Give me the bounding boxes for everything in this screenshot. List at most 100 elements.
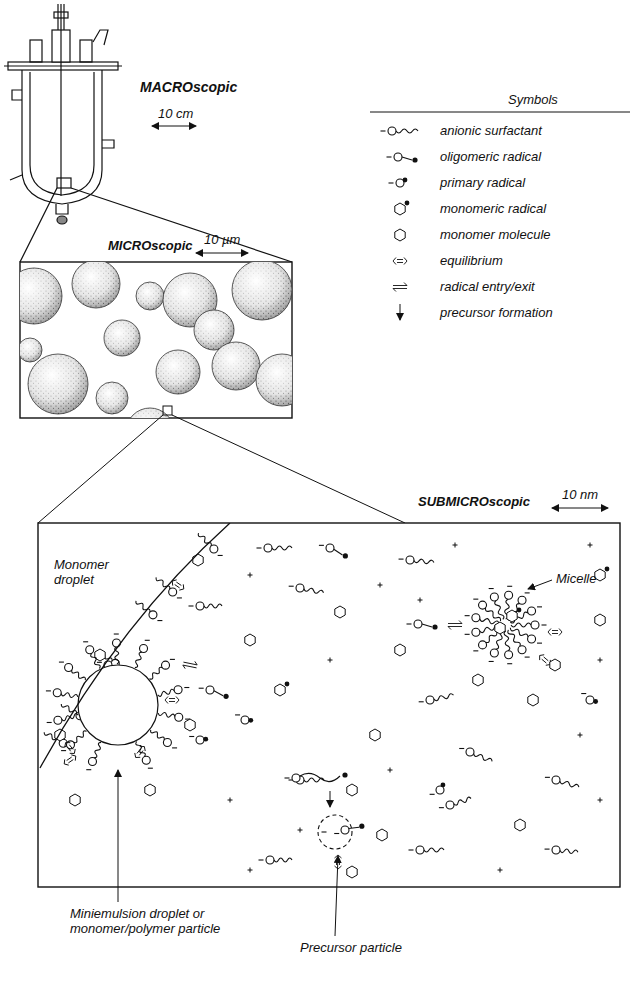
charge: [257, 547, 262, 548]
charge: [489, 661, 494, 662]
surfactant-head: [490, 593, 498, 601]
charge: [189, 605, 194, 606]
molecular-scene: [44, 533, 609, 878]
legend-entry: primary radical: [440, 175, 525, 190]
equilibrium-arrow: [63, 740, 77, 755]
charge: [177, 597, 182, 598]
surfactant-head: [406, 556, 414, 564]
charge: [83, 641, 88, 642]
oligomer-chain: [334, 549, 343, 555]
charge: [334, 833, 339, 834]
surfactant-tail: [485, 608, 500, 621]
entry-exit-arrow: [182, 659, 198, 671]
radical-dot: [359, 824, 364, 829]
scale-bar: [152, 126, 196, 127]
surfactant-head: [241, 716, 249, 724]
charge: [285, 777, 290, 778]
monomer: [70, 794, 80, 806]
stipple: [96, 382, 128, 414]
stipple: [104, 320, 140, 356]
monomer: [185, 719, 195, 731]
surfactant-head: [292, 774, 300, 782]
legend-text: primary radical: [440, 175, 525, 190]
entry-exit-arrow: [393, 283, 407, 292]
droplet: [156, 350, 200, 394]
surfactant-head: [206, 686, 214, 694]
charge: [473, 650, 478, 651]
surfactant-tail: [414, 559, 434, 563]
legend-rule: [370, 112, 630, 113]
surfactant-head: [505, 591, 513, 599]
label-text: 10 nm: [562, 487, 598, 502]
radical-dot: [223, 694, 228, 699]
surfactant-head: [88, 757, 96, 765]
legend-entry: precursor formation: [440, 305, 553, 320]
precursor-particle: [318, 815, 352, 849]
surfactant-head: [446, 801, 454, 809]
stipple: [72, 262, 120, 308]
charge: [61, 750, 66, 751]
surfactant-tail: [136, 601, 150, 612]
surfactant-head: [426, 696, 434, 704]
counter-ion: [298, 828, 303, 833]
oligomer-chain: [422, 624, 432, 627]
droplet: [256, 354, 292, 406]
surfactant-head: [416, 846, 424, 854]
label-text: MACROscopic: [140, 79, 237, 95]
charge: [381, 130, 386, 131]
charge: [545, 777, 550, 778]
legend-text: oligomeric radical: [440, 149, 541, 164]
surfactant-head: [175, 713, 183, 721]
equilibrium-arrow: [62, 753, 78, 767]
surfactant-tail: [560, 781, 579, 787]
counter-ion: [598, 798, 603, 803]
legend-samples: [381, 127, 419, 320]
monomer: [395, 203, 405, 215]
label: MACROscopic: [140, 80, 237, 95]
charge: [507, 663, 512, 664]
stipple: [156, 350, 200, 394]
stipple: [96, 382, 128, 414]
label: Miniemulsion droplet or monomer/polymer …: [70, 906, 245, 936]
radical-dot: [248, 718, 253, 723]
radical-dot: [405, 201, 410, 206]
zoom-line: [38, 415, 163, 523]
precursor-arrow: [400, 304, 401, 320]
zoom-square: [163, 406, 172, 415]
stipple: [232, 262, 292, 320]
surfactant-tail: [454, 797, 471, 805]
surfactant-head: [326, 544, 334, 552]
stipple: [126, 408, 174, 418]
charge: [259, 859, 264, 860]
stipple: [28, 354, 88, 414]
counter-ion: [248, 573, 253, 578]
label: Symbols: [508, 92, 558, 107]
monomer: [275, 684, 285, 696]
stipple: [136, 282, 164, 310]
stipple: [212, 342, 260, 390]
reactor: [4, 4, 292, 262]
equilibrium-arrow: [62, 753, 78, 767]
charge: [473, 599, 478, 600]
monomer-droplet: Monomer droplet: [38, 523, 238, 773]
surfactant-head: [341, 826, 349, 834]
surfactant-tail: [504, 631, 510, 651]
oligomer-chain: [349, 827, 359, 828]
charge: [389, 182, 394, 183]
surfactant-tail: [274, 858, 292, 862]
monomer: [528, 694, 538, 706]
charge: [289, 586, 294, 587]
oligomer-chain: [214, 691, 223, 696]
stipple: [136, 282, 164, 310]
surfactant-head: [552, 776, 560, 784]
radical-dot: [605, 567, 610, 572]
stipple: [28, 354, 88, 414]
surfactant-head: [196, 736, 204, 744]
surfactant-head: [528, 607, 536, 615]
legend-entry: equilibrium: [440, 253, 503, 268]
charge: [465, 615, 470, 616]
surfactant-head: [264, 544, 272, 552]
precursor-arrow: [330, 791, 331, 807]
surfactant-head: [266, 856, 274, 864]
charge: [419, 701, 424, 702]
